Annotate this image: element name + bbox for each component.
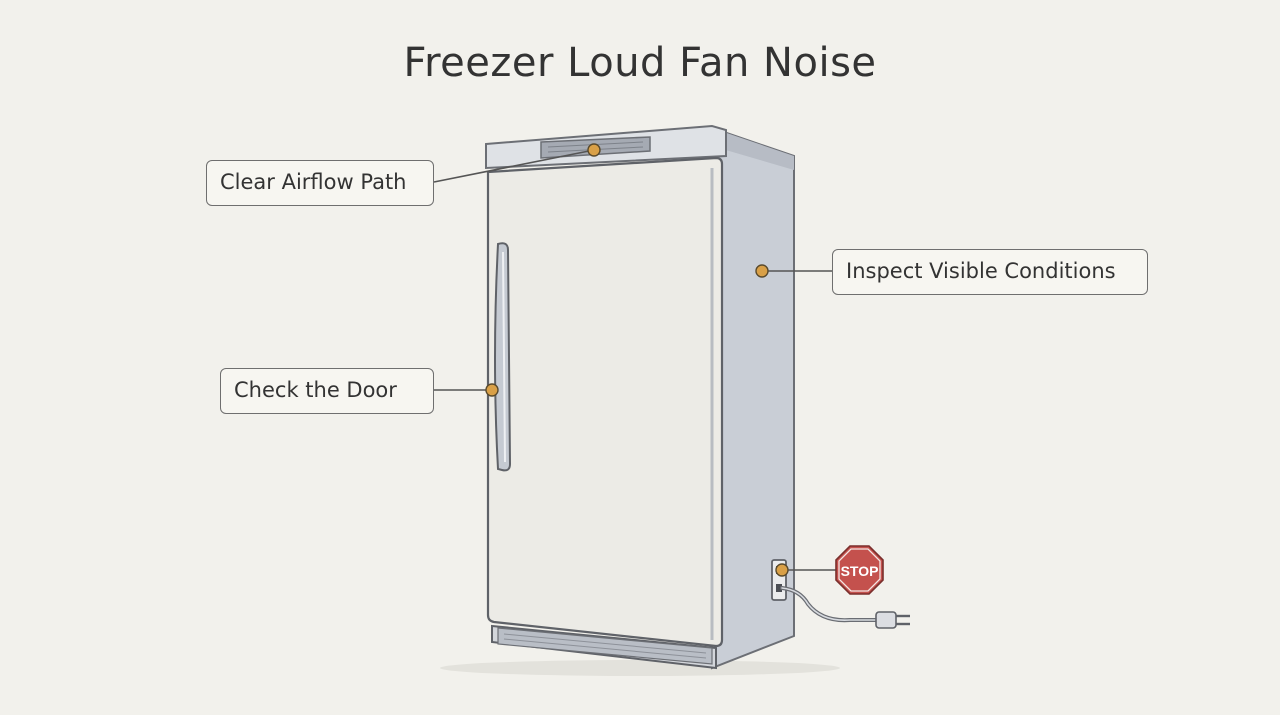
stop-sign-octagon (835, 545, 884, 595)
freezer-side-top (712, 128, 794, 170)
airflow-marker-dot (587, 143, 601, 157)
callout-check-the-door: Check the Door (220, 368, 434, 414)
bottom-vent (497, 627, 713, 665)
door-marker-dot (485, 383, 499, 397)
callout-clear-airflow-path: Clear Airflow Path (206, 160, 434, 206)
floor-shadow (440, 660, 840, 676)
outlet-marker-dot (775, 563, 789, 577)
door-handle (494, 242, 512, 472)
stop-sign-icon: STOP (835, 545, 884, 595)
page-title: Freezer Loud Fan Noise (403, 40, 877, 86)
power-plug-icon (875, 611, 897, 629)
airflow-connector (433, 149, 595, 183)
callout-inspect-visible-conditions: Inspect Visible Conditions (832, 249, 1148, 295)
freezer-door (486, 156, 724, 648)
stop-sign-label: STOP (841, 563, 879, 579)
inspect-marker-dot (755, 264, 769, 278)
